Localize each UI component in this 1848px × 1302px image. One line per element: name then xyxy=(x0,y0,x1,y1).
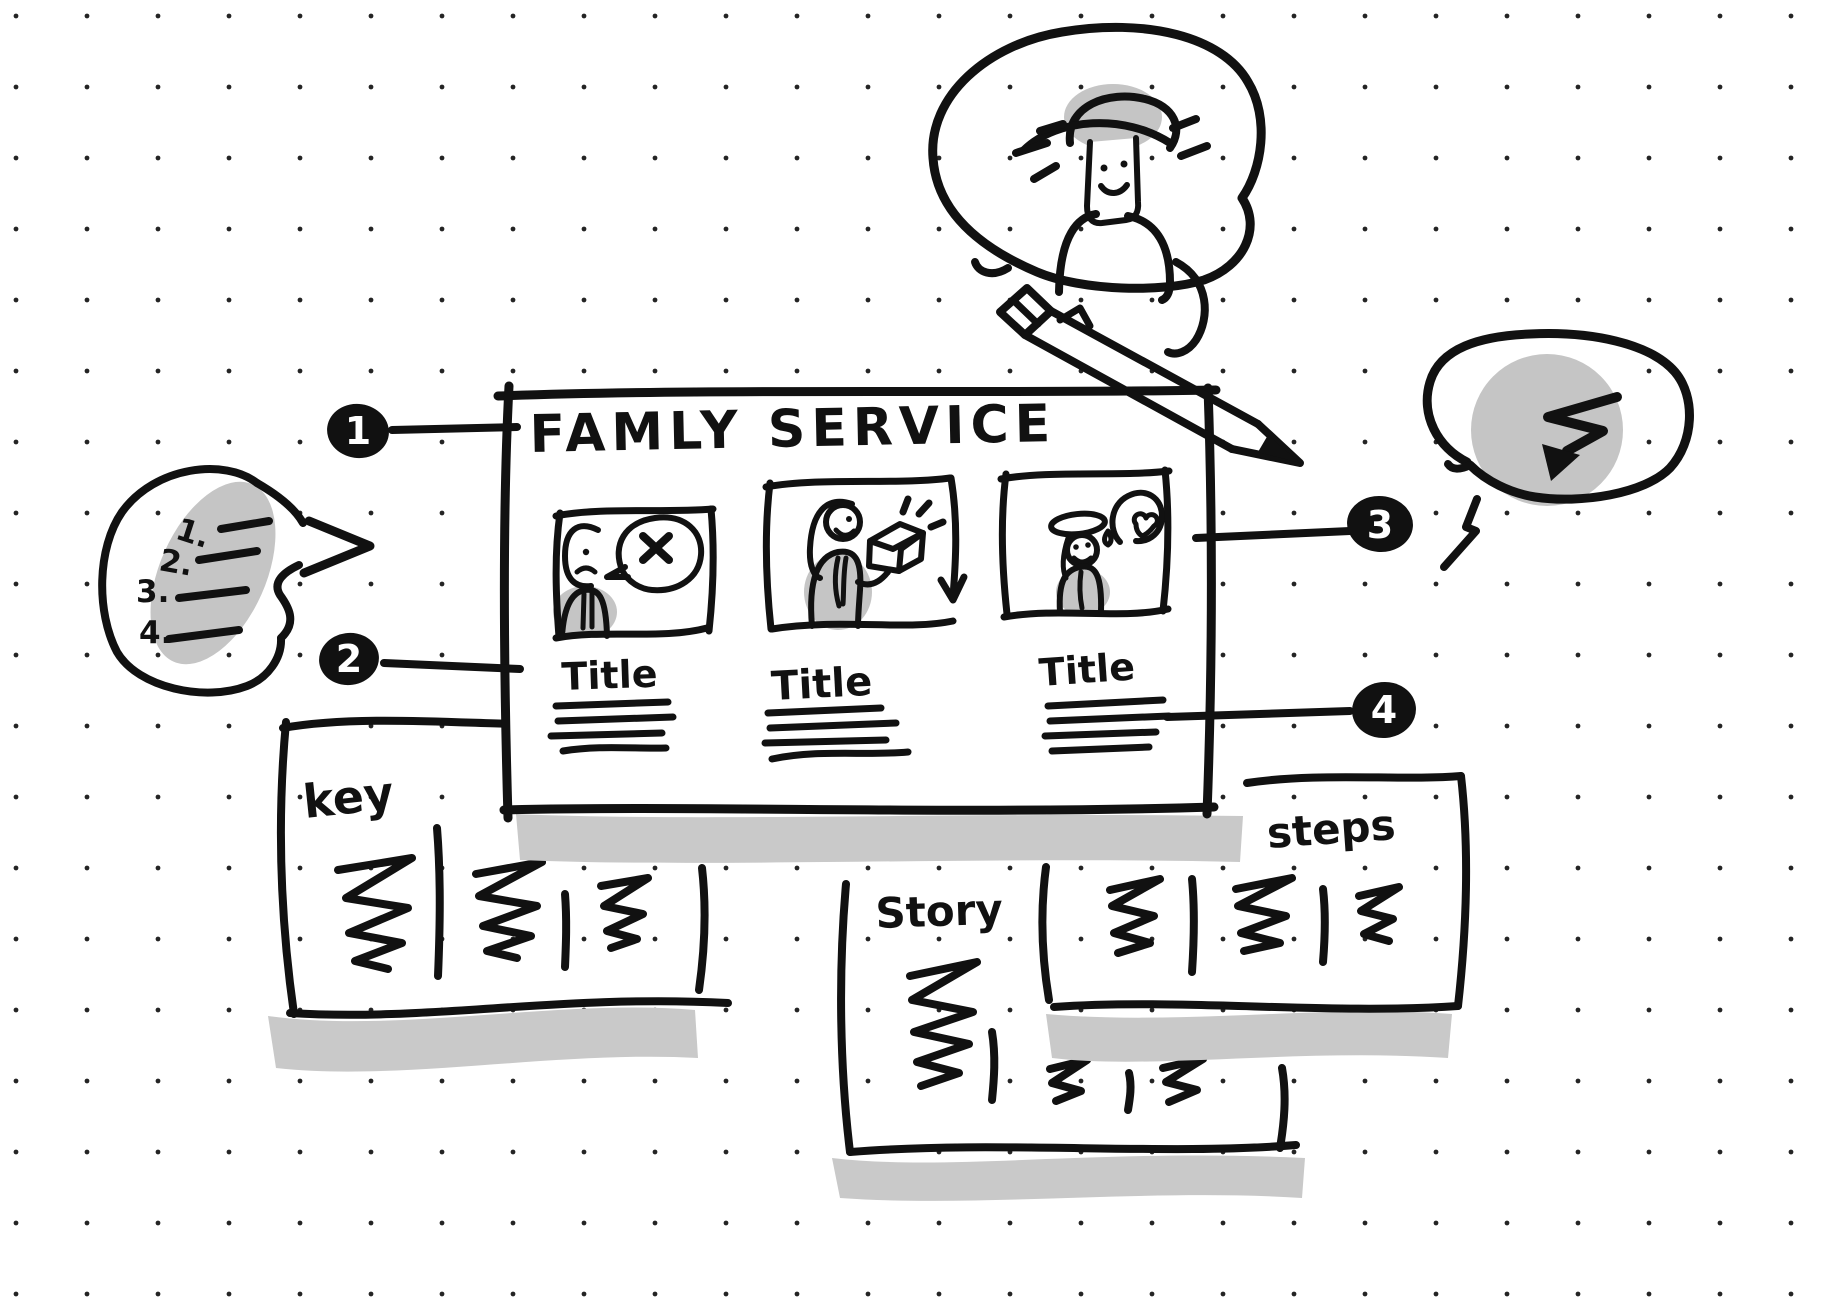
badge-2: 2 xyxy=(319,632,379,686)
service-panel-shadow xyxy=(516,814,1243,863)
halo-person-icon xyxy=(1048,510,1108,615)
list-item-4-number: 4. xyxy=(139,615,172,651)
numbered-list-bubble: 1. 2. 3. 4. xyxy=(98,465,375,697)
service-card-1 xyxy=(552,505,717,642)
service-panel: FAMLY SERVICE xyxy=(380,381,1354,863)
key-box: key xyxy=(268,716,732,1072)
story-box-label: Story xyxy=(875,885,1004,938)
arrow-down-icon xyxy=(937,573,968,604)
gift-person-icon xyxy=(806,498,891,629)
badge-4-number: 4 xyxy=(1371,688,1397,732)
badge-4: 4 xyxy=(1352,681,1416,739)
badge-1-connector-line xyxy=(388,423,521,434)
idea-person-bubble xyxy=(928,22,1266,358)
service-card-3 xyxy=(997,466,1173,621)
story-scribble-lines-icon xyxy=(906,958,1207,1114)
service-card-2 xyxy=(762,474,968,633)
story-box: Story xyxy=(832,880,1305,1201)
story-box-shadow xyxy=(832,1155,1305,1201)
steps-box-label: steps xyxy=(1265,800,1397,858)
badge-2-number: 2 xyxy=(336,637,362,681)
badge-3: 3 xyxy=(1347,495,1413,553)
sad-person-icon xyxy=(559,523,610,639)
shine-dashes-icon xyxy=(1012,115,1211,183)
gift-box-icon xyxy=(866,495,947,574)
scribble-arrow-bubble xyxy=(1422,329,1694,571)
key-box-label: key xyxy=(301,766,397,829)
crossed-speech-bubble-icon xyxy=(604,514,705,594)
card-2-title: Title xyxy=(770,659,873,710)
zigzag-arrow-icon xyxy=(1542,392,1622,481)
chevron-right-icon xyxy=(299,516,375,578)
card-3-title: Title xyxy=(1038,644,1137,695)
badge-3-number: 3 xyxy=(1367,503,1393,547)
badge-1-number: 1 xyxy=(345,409,371,453)
steps-box-shadow xyxy=(1046,1011,1452,1062)
card-3-text-lines xyxy=(1041,696,1173,755)
list-item-lines xyxy=(165,517,273,643)
pencil-icon xyxy=(996,284,1304,467)
badge-1: 1 xyxy=(327,403,389,459)
bubble-tail xyxy=(1440,495,1481,571)
list-item-2-number: 2. xyxy=(157,542,196,583)
idea-person-icon xyxy=(1012,84,1211,358)
badge-4-connector-line xyxy=(1163,707,1354,721)
card-1-text-lines xyxy=(547,698,677,755)
heart-thought-bubble-icon xyxy=(1102,489,1165,548)
steps-box: steps xyxy=(1038,772,1471,1062)
badge-3-connector-line xyxy=(1192,527,1354,542)
card-2-text-lines xyxy=(761,704,912,763)
key-box-shadow xyxy=(268,1007,698,1072)
key-scribble-lines-icon xyxy=(334,824,652,980)
panel-title: FAMLY SERVICE xyxy=(529,394,1057,465)
list-item-3-number: 3. xyxy=(136,574,169,610)
badge-2-connector-line xyxy=(380,659,524,673)
card-1-title: Title xyxy=(561,652,658,699)
steps-scribble-lines-icon xyxy=(1106,874,1403,976)
